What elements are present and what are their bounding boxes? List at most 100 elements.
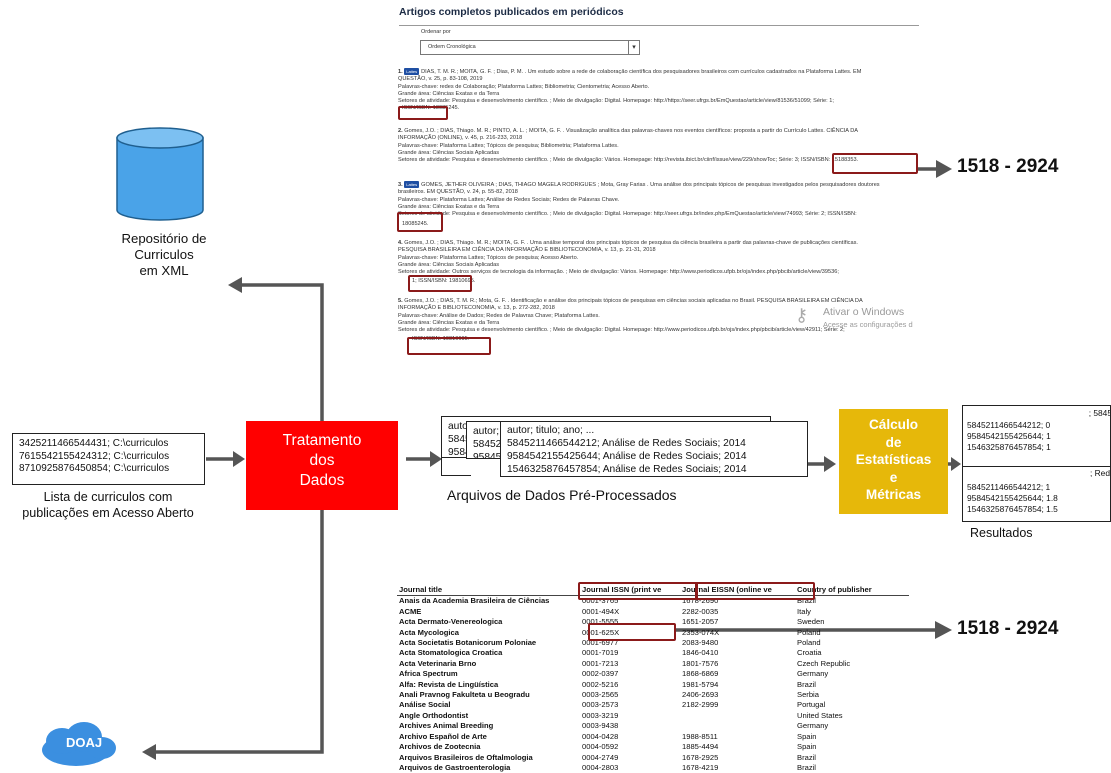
results-divider [963, 466, 1110, 467]
publication-1-line-3: Grande área: Ciências Exatas e da Terra [398, 90, 500, 97]
data-file-line-3: 9584542155425644; Análise de Redes Socia… [507, 451, 747, 462]
curriculum-line-1: 3425211466544431; C:\curriculos [19, 438, 169, 449]
issn-highlight-4 [408, 275, 472, 292]
publication-5-number: 5. [398, 298, 403, 304]
publication-2-line-1: INFORMAÇÃO (ONLINE), v. 45, p. 216-233, … [398, 135, 523, 142]
preprocessed-caption: Arquivos de Dados Pré-Processados [447, 487, 677, 503]
header-print-issn: Journal ISSN (print ve [580, 585, 680, 597]
results-block-2-row-2: 9584542155425644; 1.8 [967, 493, 1058, 503]
data-file-line-2: 5845211466544212; Análise de Redes Socia… [507, 438, 746, 449]
doaj-table: Journal title Journal ISSN (print ve Jou… [397, 585, 909, 773]
doaj-cloud-icon [42, 722, 116, 766]
lattes-section-title: Artigos completos publicados em periódic… [399, 6, 624, 18]
doaj-table-header: Journal title Journal ISSN (print ve Jou… [397, 585, 909, 597]
publication-4-line-1: PESQUISA BRASILEIRA EM CIÊNCIA DA INFORM… [398, 247, 656, 254]
metrics-line-4: e [889, 469, 898, 485]
publication-2-number: 2. [398, 128, 403, 134]
results-block-1-header: ; 5845 [1088, 408, 1111, 418]
repository-label-line-2: em XML [139, 263, 189, 278]
repository-label-line-1: Repositório de Curriculos [121, 231, 207, 262]
publication-4: 4. Gomes, J.O. ; DIAS, Thiago. M. R.; MO… [398, 240, 916, 286]
order-select[interactable]: Ordem Cronológica ▾ [420, 40, 640, 55]
issn-highlight-3 [397, 212, 443, 232]
issn-cell-highlight [588, 623, 676, 641]
connector-lines [152, 167, 955, 754]
data-file-front [441, 416, 471, 476]
issn-highlight-5 [407, 337, 491, 355]
header-country: Country of publisher [795, 585, 909, 597]
issn-result-top: 1518 - 2924 [957, 156, 1059, 177]
lattes-logo-icon: Lattes [404, 181, 420, 189]
publication-2-line-2: Palavras-chave: Plataforma Lattes; Tópic… [398, 142, 619, 149]
publication-5: 5. Gomes, J.O. ; DIAS, T. M. R.; Mota, G… [398, 298, 916, 344]
data-file-line-4: 1546325876457854; Análise de Redes Socia… [507, 464, 747, 475]
metrics-line-1: Cálculo [868, 417, 919, 432]
publication-4-line-3: Grande área: Ciências Sociais Aplicadas [398, 261, 500, 268]
publication-1-issn: ISSN/ISBN: 18085245. [402, 105, 460, 112]
publication-2-issn: 3; ISSN/ISBN: 15188353. [794, 157, 859, 164]
results-block-2-header: ; Red [1089, 468, 1110, 478]
publication-1-line-4: Setores de atividade: Pesquisa e desenvo… [398, 98, 834, 105]
treatment-line-3: Dados [299, 472, 345, 489]
lattes-title-underline [399, 25, 919, 26]
curriculum-line-2: 7615542155424312; C:\curriculos [19, 450, 170, 462]
order-select-value: Ordem Cronológica [428, 44, 476, 50]
chevron-down-icon: ▾ [628, 41, 639, 54]
treatment-box: Tratamento dos Dados [246, 421, 398, 510]
publication-1-number: 1. [398, 69, 403, 75]
results-block-1-row-3: 1546325876457854; 1 [967, 442, 1051, 452]
watermark-line-1: Ativar o Windows [823, 306, 905, 318]
publication-3-line-3: Grande área: Ciências Exatas e da Terra [398, 203, 500, 210]
publication-4-line-2: Palavras-chave: Plataforma Lattes; Tópic… [398, 254, 579, 261]
publication-2-line-4: Setores de atividade: Pesquisa e desenvo… [398, 157, 859, 164]
results-caption: Resultados [970, 526, 1033, 540]
publication-3-issn: 18085245. [402, 221, 429, 228]
publication-5-line-3: Grande área: Ciências Exatas e da Terra [398, 319, 500, 326]
metrics-line-3: Estatísticas [855, 452, 932, 467]
results-block-2-row-3: 1546325876457854; 1.5 [967, 504, 1058, 514]
publication-3-number: 3. [398, 182, 403, 188]
lattes-logo-icon: Lattes [404, 68, 420, 76]
publication-2-line-0: 2. Gomes, J.O. ; DIAS, Thiago. M. R.; PI… [398, 128, 859, 134]
publication-2-line-3: Grande área: Ciências Sociais Aplicadas [398, 149, 500, 156]
curriculum-list-caption: Lista de curriculos com publicações em A… [2, 489, 214, 521]
publication-5-line-1: INFORMAÇÃO E BIBLIOTECONOMIA, v. 13, p. … [398, 305, 555, 312]
publication-5-line-2: Palavras-chave: Análise de Dados; Redes … [398, 312, 600, 319]
results-block-1-row-1: 5845211466544212; 0 [967, 420, 1051, 430]
publication-2: 2. Gomes, J.O. ; DIAS, Thiago. M. R.; PI… [398, 128, 916, 164]
repository-label: Repositório de Curriculos em XML [90, 231, 238, 279]
issn-result-bottom: 1518 - 2924 [957, 618, 1059, 639]
metrics-line-2: de [885, 434, 902, 450]
print-issn-header-highlight [578, 582, 698, 600]
table-row: Anais da Academia Brasileira de Ciências… [399, 596, 816, 606]
publication-3-line-1: brasileiros. EM QUESTÃO, v. 24, p. 55-82… [398, 189, 518, 196]
arrow-heads [142, 160, 961, 760]
key-icon: ⚷ [795, 305, 809, 325]
watermark-line-2: Acesse as configurações d [823, 320, 913, 329]
publication-5-line-4: Setores de atividade: Pesquisa e desenvo… [398, 327, 845, 334]
publication-4-line-0: 4. Gomes, J.O. ; DIAS, Thiago. M. R.; MO… [398, 240, 858, 246]
data-file-line-1: autor; titulo; ano; ... [507, 425, 595, 436]
online-issn-header-highlight [695, 582, 815, 600]
publication-1-line-2: Palavras-chave: redes de Colaboração; Pl… [398, 83, 650, 90]
publication-5-line-0: 5. Gomes, J.O. ; DIAS, T. M. R.; Mota, G… [398, 298, 863, 304]
results-box: ; 5845 5845211466544212; 0 9584542155425… [962, 405, 1111, 522]
publication-3-line-4: Setores de atividade: Pesquisa e desenvo… [398, 211, 857, 218]
database-icon [116, 127, 204, 221]
